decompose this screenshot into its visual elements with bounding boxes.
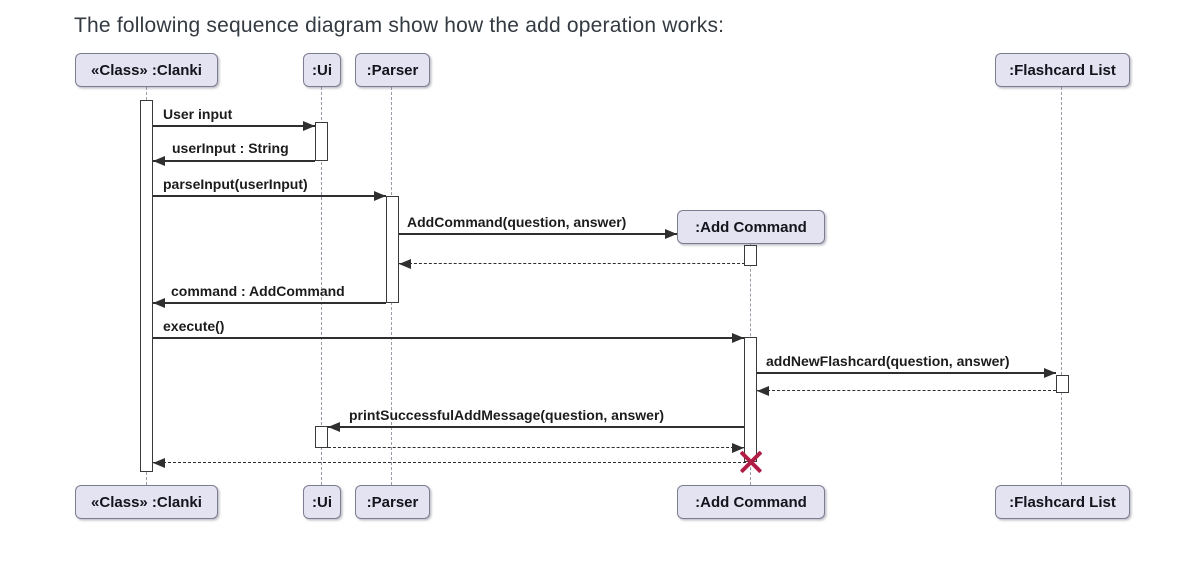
participant-flashcard-list-top-label: :Flashcard List (1009, 61, 1116, 79)
message-user-input-line (153, 125, 315, 127)
participant-flashcard-list-bottom-label: :Flashcard List (1009, 493, 1116, 511)
message-return-to-add-command-line (757, 390, 1056, 391)
activation-ui-1 (315, 122, 328, 161)
participant-ui-bottom: :Ui (303, 485, 341, 519)
label-addnewflashcard: addNewFlashcard(question, answer) (766, 353, 1010, 369)
message-return-to-parser-line (399, 263, 745, 264)
arrowhead-user-input (303, 121, 315, 131)
participant-parser-bottom: :Parser (355, 485, 430, 519)
lifeline-ui (321, 87, 322, 485)
participant-add-command-created: :Add Command (677, 210, 825, 244)
arrowhead-addnewflashcard (1044, 368, 1056, 378)
participant-add-command-created-label: :Add Command (695, 218, 807, 236)
participant-clanki-bottom-label: «Class» :Clanki (91, 493, 202, 511)
message-addnewflashcard-line (757, 372, 1056, 374)
participant-ui-top: :Ui (303, 53, 341, 87)
participant-clanki-top-label: «Class» :Clanki (91, 61, 202, 79)
participant-ui-bottom-label: :Ui (312, 493, 332, 511)
participant-flashcard-list-top: :Flashcard List (995, 53, 1130, 87)
destroy-x-icon (738, 448, 764, 474)
activation-parser (386, 196, 399, 303)
arrowhead-addcommand-create (665, 229, 677, 239)
label-addcommand-create: AddCommand(question, answer) (407, 214, 627, 230)
message-return-ui-to-add-command-line (328, 447, 744, 448)
arrowhead-printsuccessfuladdmessage (328, 422, 340, 432)
participant-ui-top-label: :Ui (312, 61, 332, 79)
label-printsuccessfuladdmessage: printSuccessfulAddMessage(question, answ… (349, 407, 665, 423)
message-execute-line (153, 337, 744, 339)
participant-parser-bottom-label: :Parser (366, 493, 419, 511)
label-execute: execute() (163, 318, 225, 334)
arrowhead-userinput-string (153, 156, 165, 166)
activation-clanki (140, 100, 153, 472)
participant-clanki-bottom: «Class» :Clanki (75, 485, 218, 519)
participant-add-command-bottom: :Add Command (677, 485, 825, 519)
message-return-to-clanki-line (153, 462, 751, 463)
lifeline-flashcard-list (1061, 87, 1062, 485)
activation-flashcard-list (1056, 375, 1069, 393)
arrowhead-parseinput (374, 191, 386, 201)
arrowhead-return-to-add-command (757, 386, 769, 396)
participant-parser-top-label: :Parser (366, 61, 419, 79)
message-addcommand-create-line (399, 233, 677, 235)
arrowhead-command-addcommand (153, 298, 165, 308)
participant-flashcard-list-bottom: :Flashcard List (995, 485, 1130, 519)
activation-add-command-1 (744, 245, 757, 266)
message-userinput-string-line (153, 160, 315, 162)
page-title: The following sequence diagram show how … (74, 14, 725, 37)
arrowhead-return-ui-to-add-command (732, 443, 744, 453)
participant-add-command-bottom-label: :Add Command (695, 493, 807, 511)
label-userinput-string: userInput : String (172, 140, 289, 156)
activation-add-command-2 (744, 337, 757, 462)
message-parseinput-line (153, 195, 386, 197)
message-command-addcommand-line (153, 302, 386, 304)
arrowhead-return-to-parser (399, 259, 411, 269)
arrowhead-execute (732, 333, 744, 343)
label-parseinput: parseInput(userInput) (163, 176, 308, 192)
activation-ui-2 (315, 426, 328, 448)
message-printsuccessfuladdmessage-line (328, 426, 744, 428)
label-user-input: User input (163, 106, 233, 122)
label-command-addcommand: command : AddCommand (171, 283, 345, 299)
participant-parser-top: :Parser (355, 53, 430, 87)
participant-clanki-top: «Class» :Clanki (75, 53, 218, 87)
arrowhead-return-to-clanki (153, 458, 165, 468)
